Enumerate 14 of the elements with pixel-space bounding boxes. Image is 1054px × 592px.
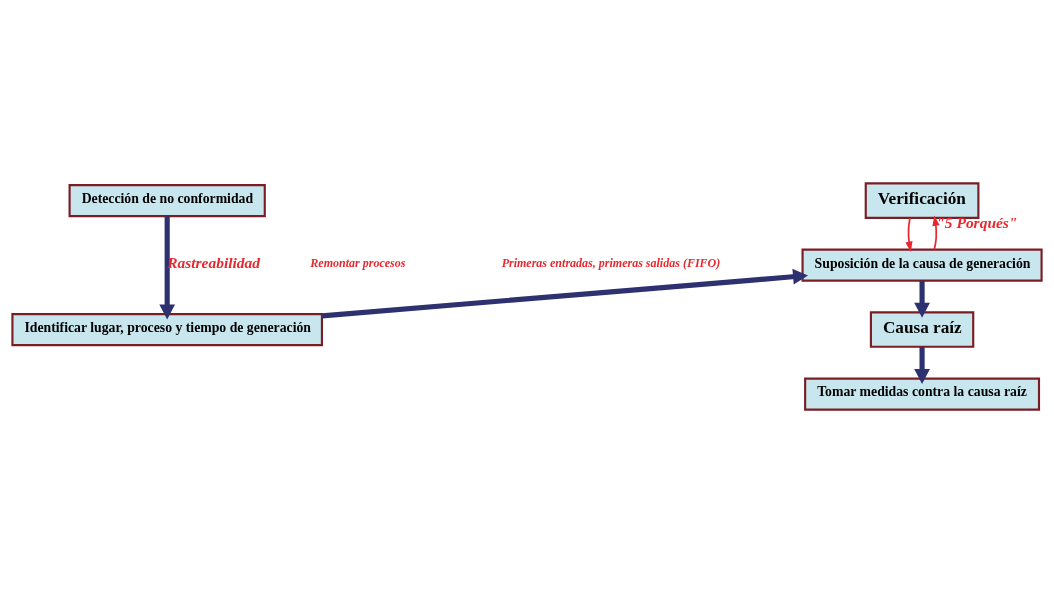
label: Primeras entradas, primeras salidas (FIFO) [501,255,721,270]
node-box: Detección de no conformidad [68,183,266,217]
node-box: Suposición de la causa de generación [801,248,1043,282]
arrow [914,346,930,384]
node-box: Tomar medidas contra la causa raíz [804,377,1041,411]
node-box: Identificar lugar, proceso y tiempo de generación [11,312,323,346]
arrow [159,215,176,320]
arrow [932,214,940,250]
arrow [905,216,913,252]
node-box: Verificación [864,181,980,219]
arrow [914,280,930,318]
arrow [321,268,808,318]
label: Remontar procesos [310,255,406,270]
node-box: Causa raíz [869,310,975,348]
